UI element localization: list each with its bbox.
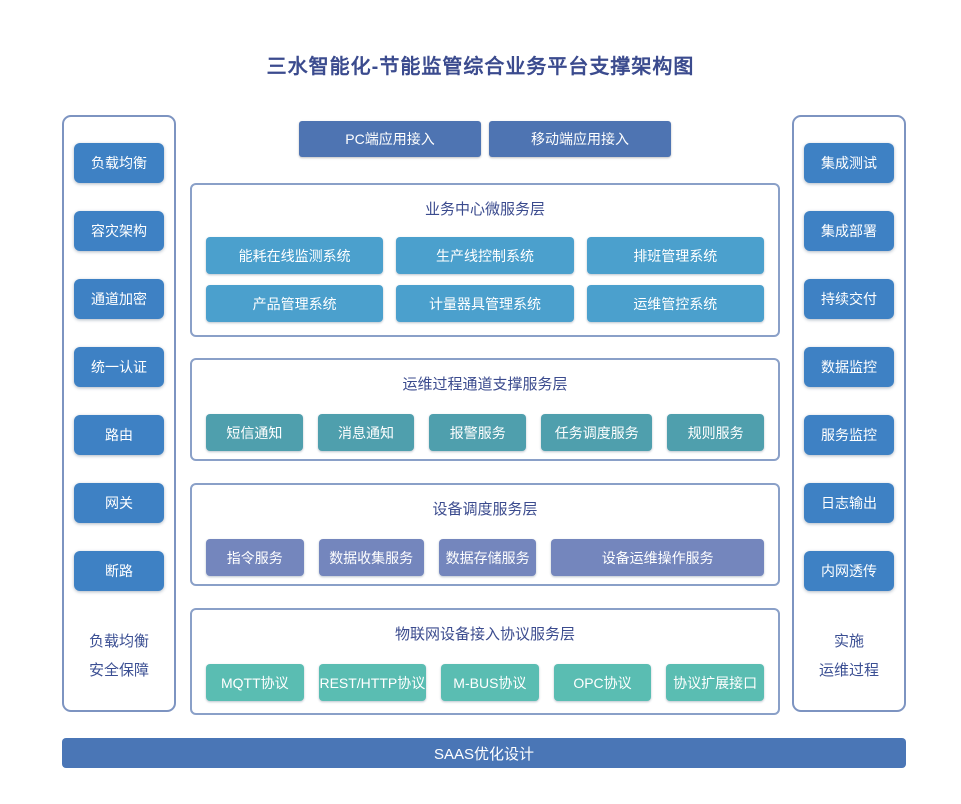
pc-access-node: PC端应用接入 — [299, 121, 481, 157]
right-panel-node: 内网透传 — [804, 551, 894, 591]
layer-node: MQTT协议 — [206, 664, 304, 701]
right-panel: 集成测试 集成部署 持续交付 数据监控 服务监控 日志输出 内网透传 实施 运维… — [792, 115, 906, 712]
layer-node: 指令服务 — [206, 539, 304, 576]
left-panel-node: 容灾架构 — [74, 211, 164, 251]
right-panel-node: 集成测试 — [804, 143, 894, 183]
layer-title: 业务中心微服务层 — [424, 201, 545, 218]
layer-business-microservices: 业务中心微服务层 能耗在线监测系统 生产线控制系统 排班管理系统 产品管理系统 … — [190, 183, 780, 337]
layer-node: REST/HTTP协议 — [318, 664, 427, 701]
layer-node-row: 短信通知 消息通知 报警服务 任务调度服务 规则服务 — [206, 414, 765, 451]
left-panel-node: 负载均衡 — [74, 143, 164, 183]
layer-node: 数据收集服务 — [318, 539, 424, 576]
mobile-access-node: 移动端应用接入 — [489, 121, 671, 157]
layer-node: 短信通知 — [206, 414, 303, 451]
layer-node: 任务调度服务 — [541, 414, 653, 451]
layer-node: 消息通知 — [317, 414, 415, 451]
left-panel-node: 网关 — [74, 483, 164, 523]
layer-node-row: MQTT协议 REST/HTTP协议 M-BUS协议 OPC协议 协议扩展接口 — [206, 664, 764, 701]
layer-node: 设备运维操作服务 — [551, 539, 764, 576]
layer-node: 运维管控系统 — [586, 285, 764, 322]
right-panel-caption: 实施 运维过程 — [819, 627, 879, 685]
right-panel-caption-line: 运维过程 — [818, 662, 879, 679]
layer-node: 排班管理系统 — [586, 237, 764, 274]
left-panel: 负载均衡 容灾架构 通道加密 统一认证 路由 网关 断路 负载均衡 安全保障 — [62, 115, 176, 712]
layer-title: 设备调度服务层 — [432, 501, 538, 518]
layer-iot-protocols: 物联网设备接入协议服务层 MQTT协议 REST/HTTP协议 M-BUS协议 … — [190, 608, 780, 715]
layer-node: 生产线控制系统 — [396, 237, 574, 274]
layer-node: 产品管理系统 — [206, 285, 384, 322]
diagram-title: 三水智能化-节能监管综合业务平台支撑架构图 — [266, 56, 695, 78]
layer-node: OPC协议 — [553, 664, 652, 701]
layer-node: 能耗在线监测系统 — [206, 237, 384, 274]
layer-node-grid: 能耗在线监测系统 生产线控制系统 排班管理系统 产品管理系统 计量器具管理系统 … — [206, 237, 764, 322]
saas-footer-bar: SAAS优化设计 — [62, 738, 906, 768]
right-panel-node: 集成部署 — [804, 211, 894, 251]
right-panel-node: 日志输出 — [804, 483, 894, 523]
layer-device-scheduling: 设备调度服务层 指令服务 数据收集服务 数据存储服务 设备运维操作服务 — [190, 483, 780, 586]
left-panel-node: 断路 — [74, 551, 164, 591]
layer-node: 规则服务 — [667, 414, 765, 451]
right-panel-node: 服务监控 — [804, 415, 894, 455]
layer-node: 数据存储服务 — [438, 539, 537, 576]
left-panel-node: 路由 — [74, 415, 164, 455]
layer-title: 运维过程通道支撑服务层 — [402, 376, 568, 393]
left-panel-node: 统一认证 — [74, 347, 164, 387]
left-panel-caption-line: 安全保障 — [88, 662, 149, 679]
layer-ops-channel-support: 运维过程通道支撑服务层 短信通知 消息通知 报警服务 任务调度服务 规则服务 — [190, 358, 780, 461]
left-panel-caption-line: 负载均衡 — [88, 633, 149, 650]
right-panel-caption-line: 实施 — [833, 633, 864, 650]
left-panel-caption: 负载均衡 安全保障 — [89, 627, 149, 685]
layer-node: 协议扩展接口 — [666, 664, 764, 701]
layer-title: 物联网设备接入协议服务层 — [394, 626, 575, 643]
right-panel-node: 数据监控 — [804, 347, 894, 387]
layer-node-row: 指令服务 数据收集服务 数据存储服务 设备运维操作服务 — [206, 539, 764, 576]
layer-node: 报警服务 — [429, 414, 527, 451]
access-row: PC端应用接入 移动端应用接入 — [190, 121, 780, 157]
layer-node: M-BUS协议 — [441, 664, 539, 701]
left-panel-node: 通道加密 — [74, 279, 164, 319]
layer-node: 计量器具管理系统 — [396, 285, 574, 322]
right-panel-node: 持续交付 — [804, 279, 894, 319]
